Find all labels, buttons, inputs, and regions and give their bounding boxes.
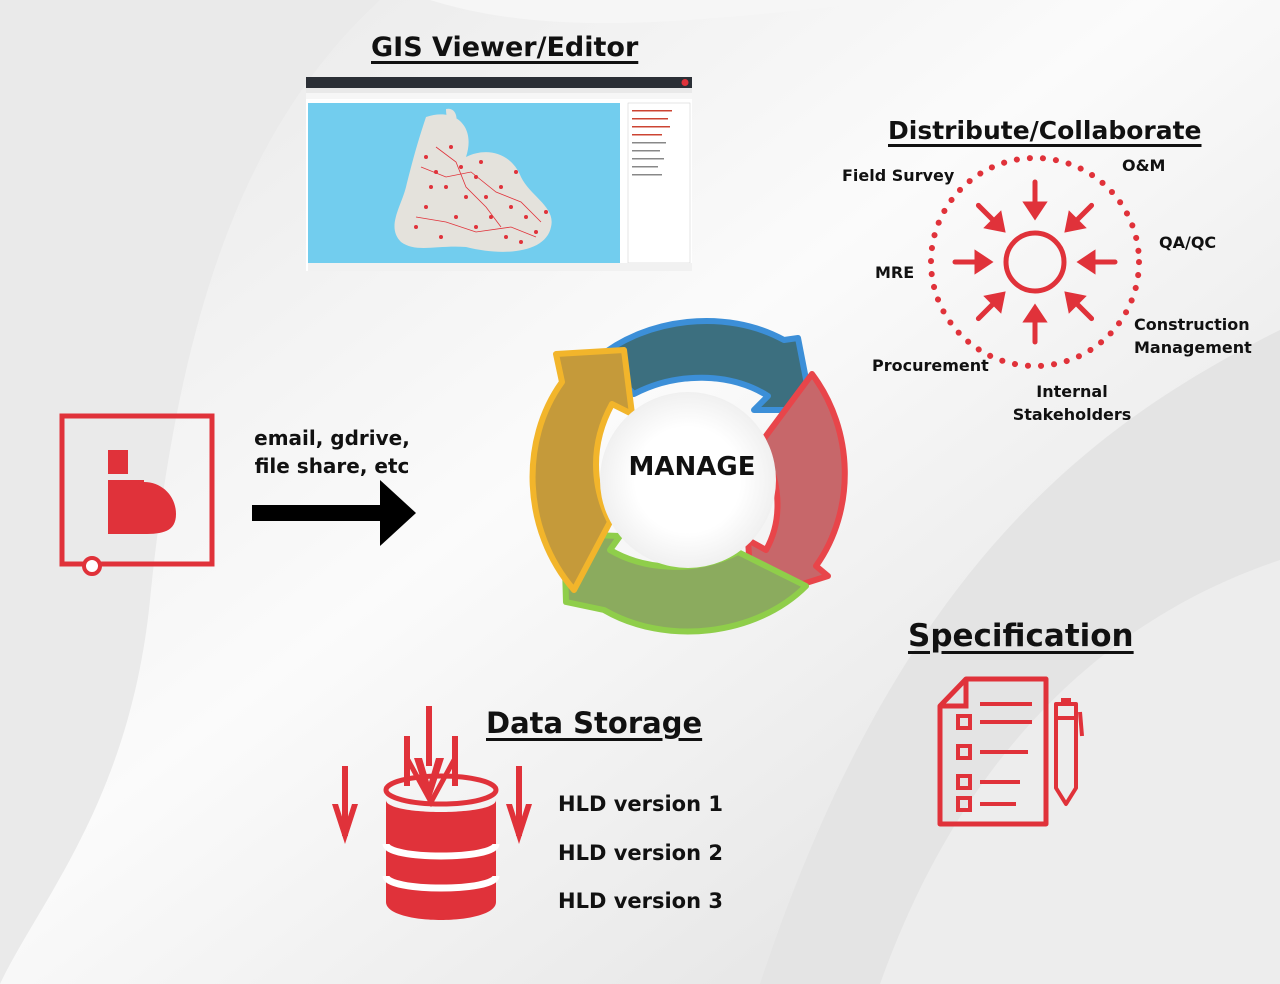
collaborate-title: Distribute/Collaborate	[888, 116, 1202, 145]
label-qaqc: QA/QC	[1159, 233, 1217, 252]
transfer-methods: email, gdrive, file share, etc	[252, 424, 412, 480]
hld-version-3: HLD version 3	[558, 889, 723, 913]
label-internal-stakeholders: Internal Stakeholders	[1012, 380, 1132, 426]
transfer-line-2: file share, etc	[254, 454, 410, 478]
data-storage-title: Data Storage	[486, 706, 703, 740]
gis-title: GIS Viewer/Editor	[371, 32, 639, 63]
label-internal: Internal	[1036, 382, 1108, 401]
specification-document-icon	[937, 676, 1084, 827]
specification-title: Specification	[908, 618, 1134, 654]
label-mre: MRE	[875, 263, 915, 282]
manage-label: MANAGE	[628, 452, 756, 482]
collaboration-hub-icon	[928, 155, 1142, 369]
label-procurement: Procurement	[872, 356, 989, 375]
transfer-line-1: email, gdrive,	[254, 426, 410, 450]
label-management: Management	[1134, 338, 1252, 357]
brand-logo	[59, 413, 215, 576]
manage-cycle-diagram	[529, 317, 848, 635]
label-construction: Construction	[1134, 315, 1250, 334]
transfer-arrow-icon	[252, 480, 416, 546]
hld-version-2: HLD version 2	[558, 841, 723, 865]
label-stakeholders: Stakeholders	[1012, 405, 1132, 424]
hld-version-1: HLD version 1	[558, 792, 723, 816]
label-construction-management: Construction Management	[1134, 313, 1252, 359]
gis-viewer-screenshot	[306, 77, 692, 271]
label-field-survey: Field Survey	[842, 166, 955, 185]
database-icon	[332, 706, 532, 920]
label-om: O&M	[1122, 156, 1166, 175]
